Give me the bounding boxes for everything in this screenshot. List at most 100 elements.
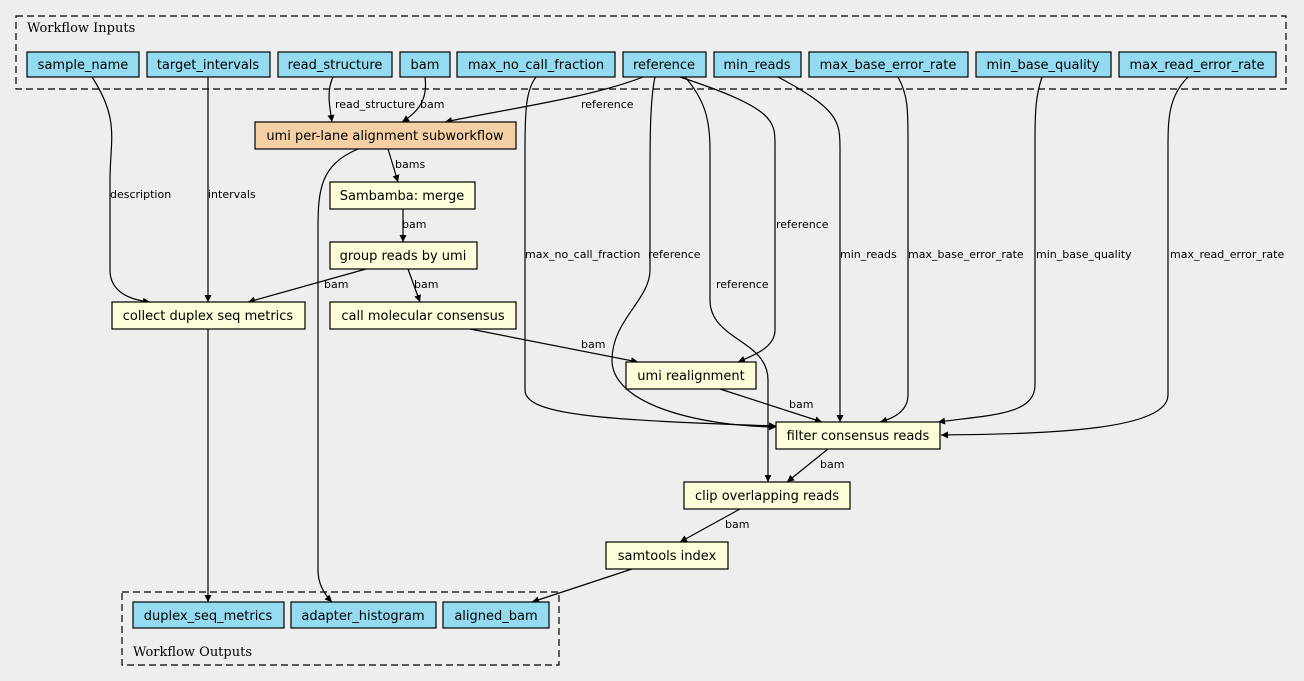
output-duplex-seq-metrics[interactable]: duplex_seq_metrics bbox=[132, 601, 285, 629]
input-max-no-call-fraction[interactable]: max_no_call_fraction bbox=[456, 51, 616, 78]
edge-min-base-quality-to-filter bbox=[937, 76, 1043, 425]
node-sambamba-merge[interactable]: Sambamba: merge bbox=[329, 181, 476, 210]
input-min-base-quality-box bbox=[975, 51, 1112, 78]
node-filter-consensus[interactable]: filter consensus reads bbox=[775, 421, 941, 450]
workflow-inputs-title: Workflow Inputs bbox=[27, 21, 135, 36]
node-samtools-index[interactable]: samtools index bbox=[605, 541, 729, 570]
input-max-read-error-rate[interactable]: max_read_error_rate bbox=[1118, 51, 1277, 78]
edge-max-no-call-to-filter bbox=[524, 76, 777, 430]
edge-sample-name-to-collect bbox=[91, 76, 151, 305]
edge-reference-to-clip bbox=[684, 76, 772, 482]
edge-label-bam-merge: bam bbox=[402, 218, 426, 231]
output-aligned-bam[interactable]: aligned_bam bbox=[442, 601, 550, 629]
edge-label-bam-filter: bam bbox=[789, 398, 813, 411]
input-max-no-call-fraction-label: max_no_call_fraction bbox=[468, 58, 604, 73]
edge-max-base-error-to-filter bbox=[879, 76, 909, 424]
input-max-base-error-rate-box bbox=[808, 51, 969, 78]
input-sample-name-box bbox=[26, 51, 140, 78]
output-aligned-bam-label: aligned_bam bbox=[454, 609, 537, 624]
node-group-reads-label: group reads by umi bbox=[340, 249, 467, 264]
input-reference[interactable]: reference bbox=[622, 51, 707, 78]
output-aligned-bam-box bbox=[442, 601, 550, 629]
output-duplex-seq-metrics-box bbox=[132, 601, 285, 629]
input-target-intervals[interactable]: target_intervals bbox=[146, 51, 271, 78]
input-reference-label: reference bbox=[633, 58, 695, 73]
input-read-structure[interactable]: read_structure bbox=[277, 51, 393, 78]
edge-label-bam-call: bam bbox=[414, 278, 438, 291]
node-collect-metrics-label: collect duplex seq metrics bbox=[123, 309, 294, 324]
edge-group-to-call bbox=[407, 268, 421, 303]
workflow-outputs-cluster: Workflow Outputs bbox=[121, 591, 560, 666]
node-sambamba-merge-label: Sambamba: merge bbox=[340, 189, 465, 204]
edge-label-max-read-error: max_read_error_rate bbox=[1170, 248, 1284, 261]
edge-labels: read_structure bam reference bams bam ba… bbox=[110, 98, 1284, 531]
input-min-reads-label: min_reads bbox=[723, 58, 790, 73]
node-umi-subworkflow[interactable]: umi per-lane alignment subworkflow bbox=[254, 121, 517, 150]
input-min-base-quality[interactable]: min_base_quality bbox=[975, 51, 1112, 78]
input-max-base-error-rate-label: max_base_error_rate bbox=[820, 58, 957, 73]
node-umi-realignment-label: umi realignment bbox=[637, 369, 744, 384]
input-min-reads[interactable]: min_reads bbox=[713, 51, 802, 78]
output-duplex-seq-metrics-label: duplex_seq_metrics bbox=[144, 609, 273, 624]
edge-label-bam-realign: bam bbox=[581, 338, 605, 351]
edge-label-intervals: intervals bbox=[208, 188, 256, 201]
edge-label-reference-realign: reference bbox=[776, 218, 829, 231]
edge-label-reference-filter: reference bbox=[648, 248, 701, 261]
node-group-reads-box bbox=[329, 241, 478, 270]
node-collect-metrics-box bbox=[111, 301, 306, 330]
node-clip-overlapping-label: clip overlapping reads bbox=[695, 489, 839, 504]
input-sample-name[interactable]: sample_name bbox=[26, 51, 140, 78]
edge-label-bam-index: bam bbox=[725, 518, 749, 531]
edges bbox=[91, 76, 1189, 604]
edge-max-read-error-to-filter bbox=[940, 76, 1189, 439]
input-max-base-error-rate[interactable]: max_base_error_rate bbox=[808, 51, 969, 78]
node-call-consensus[interactable]: call molecular consensus bbox=[329, 301, 517, 330]
edge-label-min-base-quality: min_base_quality bbox=[1036, 248, 1132, 261]
edge-label-bam-collect: bam bbox=[324, 278, 348, 291]
node-samtools-index-label: samtools index bbox=[618, 549, 717, 564]
input-sample-name-label: sample_name bbox=[38, 58, 129, 73]
output-adapter-histogram-box bbox=[290, 601, 437, 629]
edge-label-min-reads: min_reads bbox=[840, 248, 897, 261]
input-bam[interactable]: bam bbox=[399, 51, 451, 78]
edge-group-to-collect bbox=[247, 268, 367, 304]
node-umi-subworkflow-box bbox=[254, 121, 517, 150]
edge-label-reference-subworkflow: reference bbox=[581, 98, 634, 111]
edge-subworkflow-to-merge bbox=[387, 148, 400, 183]
edge-label-reference-clip: reference bbox=[716, 278, 769, 291]
node-collect-metrics[interactable]: collect duplex seq metrics bbox=[111, 301, 306, 330]
input-bam-box bbox=[399, 51, 451, 78]
edge-clip-to-index bbox=[679, 508, 741, 543]
input-max-read-error-rate-box bbox=[1118, 51, 1277, 78]
node-umi-realignment[interactable]: umi realignment bbox=[625, 361, 757, 390]
node-umi-subworkflow-label: umi per-lane alignment subworkflow bbox=[266, 129, 504, 144]
workflow-outputs-title: Workflow Outputs bbox=[133, 645, 252, 660]
node-clip-overlapping[interactable]: clip overlapping reads bbox=[683, 481, 851, 510]
input-max-no-call-fraction-box bbox=[456, 51, 616, 78]
edge-label-bams: bams bbox=[395, 158, 425, 171]
input-reference-box bbox=[622, 51, 707, 78]
node-sambamba-merge-box bbox=[329, 181, 476, 210]
input-target-intervals-box bbox=[146, 51, 271, 78]
edge-label-max-no-call: max_no_call_fraction bbox=[525, 248, 640, 261]
edge-reference-to-subworkflow bbox=[444, 76, 644, 124]
node-samtools-index-box bbox=[605, 541, 729, 570]
edge-label-bam: bam bbox=[420, 98, 444, 111]
input-read-structure-label: read_structure bbox=[288, 58, 383, 73]
output-adapter-histogram[interactable]: adapter_histogram bbox=[290, 601, 437, 629]
node-filter-consensus-box bbox=[775, 421, 941, 450]
node-call-consensus-label: call molecular consensus bbox=[341, 309, 505, 324]
node-group-reads[interactable]: group reads by umi bbox=[329, 241, 478, 270]
workflow-outputs-border bbox=[121, 591, 560, 666]
input-target-intervals-label: target_intervals bbox=[157, 58, 260, 73]
edge-subworkflow-to-adapter-histogram bbox=[317, 148, 359, 603]
edge-bam-to-subworkflow bbox=[401, 76, 427, 123]
edge-label-read-structure: read_structure bbox=[335, 98, 415, 111]
input-bam-label: bam bbox=[411, 58, 440, 73]
input-max-read-error-rate-label: max_read_error_rate bbox=[1130, 58, 1265, 73]
edge-min-reads-to-filter bbox=[777, 76, 844, 422]
edge-index-to-aligned-bam bbox=[531, 568, 633, 604]
edge-label-max-base-error: max_base_error_rate bbox=[908, 248, 1024, 261]
